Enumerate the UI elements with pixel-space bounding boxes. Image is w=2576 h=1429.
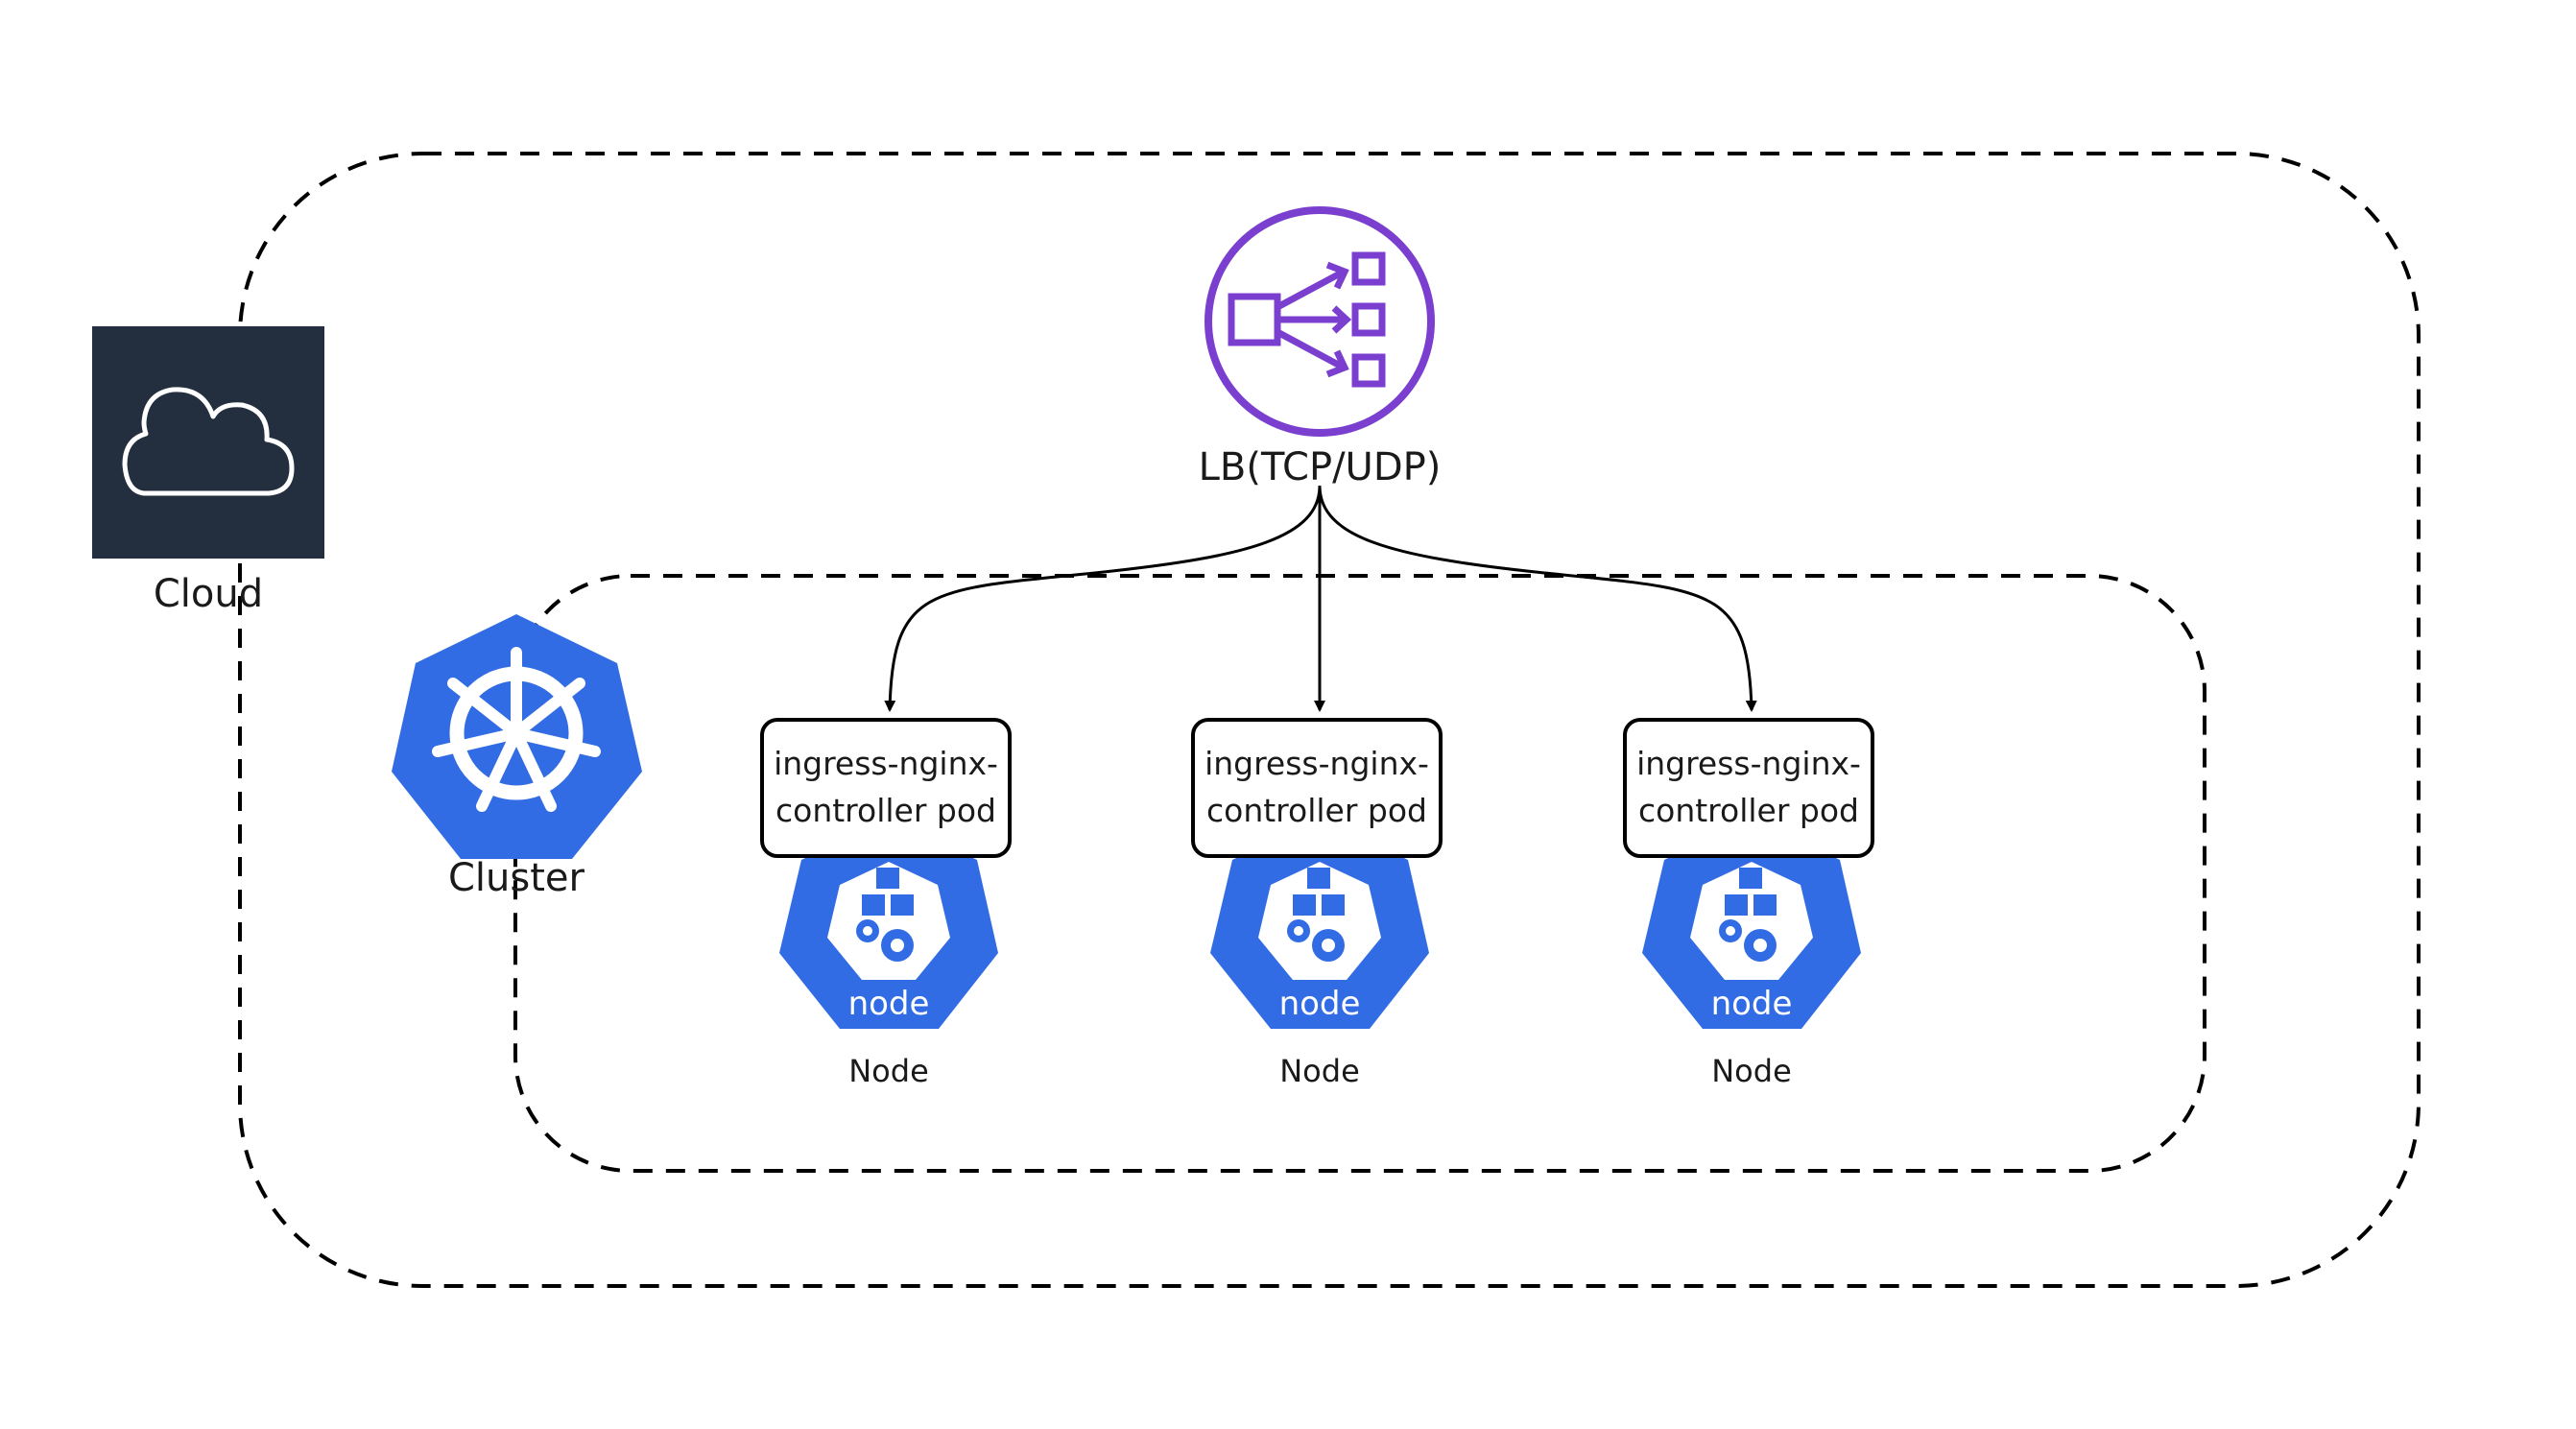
pod-box bbox=[760, 718, 1012, 858]
node-caption: Node bbox=[1279, 1053, 1360, 1089]
pod-box bbox=[1191, 718, 1443, 858]
node-badge: node bbox=[1711, 985, 1793, 1023]
load-balancer-label: LB(TCP/UDP) bbox=[1199, 445, 1442, 489]
kubernetes-helm-icon bbox=[432, 647, 601, 812]
pod-label-line2: controller pod bbox=[1638, 792, 1859, 829]
pod-box bbox=[1623, 718, 1874, 858]
pod-label-line2: controller pod bbox=[1206, 792, 1427, 829]
node-inner-heptagon bbox=[1258, 862, 1381, 980]
cluster-boundary bbox=[513, 574, 2206, 1173]
node-resources-icon bbox=[856, 868, 914, 962]
worker-node-1: ingress-nginx- controller pod node Node bbox=[760, 718, 1012, 1089]
cloud-boundary bbox=[238, 152, 2421, 1288]
node-resources-icon bbox=[1287, 868, 1345, 962]
load-balancer-node: LB(TCP/UDP) bbox=[1199, 206, 1442, 489]
node-badge: node bbox=[848, 985, 930, 1023]
pod-label-line2: controller pod bbox=[775, 792, 996, 829]
pod-label-line1: ingress-nginx- bbox=[774, 745, 998, 782]
cloud-node: Cloud bbox=[92, 326, 324, 616]
connectors bbox=[884, 485, 1757, 712]
node-inner-heptagon bbox=[827, 862, 950, 980]
node-resources-icon bbox=[1719, 868, 1777, 962]
connector-lb-node-1 bbox=[884, 485, 1322, 712]
worker-node-2: ingress-nginx- controller pod node Node bbox=[1191, 718, 1443, 1089]
network-load-balancer-icon bbox=[1228, 251, 1386, 388]
cluster-label: Cluster bbox=[448, 856, 585, 900]
pod-label-line1: ingress-nginx- bbox=[1636, 745, 1861, 782]
worker-node-3: ingress-nginx- controller pod node Node bbox=[1623, 718, 1874, 1089]
load-balancer-ring bbox=[1205, 206, 1435, 437]
node-inner-heptagon bbox=[1690, 862, 1813, 980]
node-badge: node bbox=[1279, 985, 1361, 1023]
node-caption: Node bbox=[1711, 1053, 1792, 1089]
cloud-label: Cloud bbox=[154, 572, 263, 616]
cloud-tile bbox=[92, 326, 324, 559]
connector-lb-node-3 bbox=[1318, 485, 1757, 712]
pod-label-line1: ingress-nginx- bbox=[1205, 745, 1429, 782]
cluster-node: Cluster bbox=[392, 614, 642, 900]
node-caption: Node bbox=[848, 1053, 929, 1089]
cloud-icon bbox=[122, 387, 295, 496]
